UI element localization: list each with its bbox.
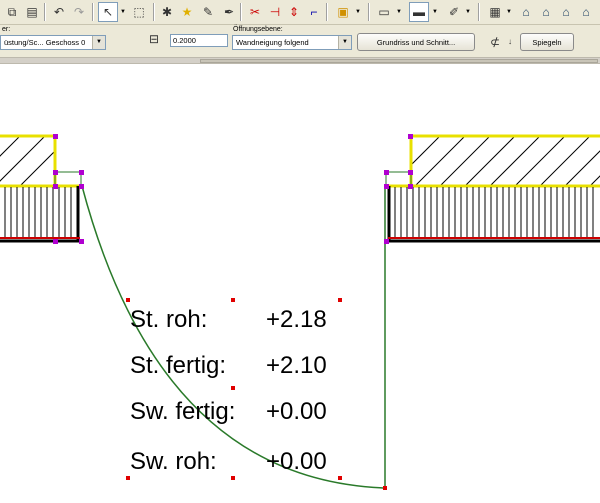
building-icon[interactable]: ⌂ [522,5,530,19]
pen-set-icon[interactable]: ▬ [409,2,429,22]
left-wall-lower[interactable] [0,186,80,243]
layer-select[interactable]: üstung/Sc... Geschoss 0 ▼ [0,35,106,50]
element-3d-icon[interactable]: ▦ [489,5,501,19]
toolbar-separator [368,3,370,21]
corner-icon[interactable]: ⌐ [310,5,318,19]
layer-select-value: üstung/Sc... Geschoss 0 [4,38,86,47]
toolbar-separator [240,3,242,21]
toolbar-separator [44,3,46,21]
level-value-raw-lintel: +2.18 [266,306,327,333]
toolbar-separator [326,3,328,21]
horizontal-scrollbar[interactable] [0,57,600,64]
trim-icon[interactable]: ⇕ [288,5,300,19]
elevation-icon[interactable]: ⌂ [562,5,570,19]
right-wall-upper[interactable] [390,134,600,188]
eyedropper-icon[interactable]: ✎ [202,5,214,19]
main-toolbar: ⧉ ▤ ↶ ↷ ↖ ▼ ⬚ ✱ ★ ✎ ✒ ✂ ⊣ ⇕ ⌐ ▣ ▼ ▭ ▼ ▬ … [0,0,600,25]
section-icon[interactable]: ⌂ [542,5,550,19]
chevron-down-icon[interactable]: ▼ [120,9,126,15]
chevron-down-icon[interactable]: ▼ [432,9,438,15]
label-hotspots[interactable] [126,298,387,490]
pointer-tool-icon[interactable]: ↖ [98,2,118,22]
toolbar-separator [478,3,480,21]
magic-wand-icon[interactable]: ✱ [161,5,173,19]
syringe-icon[interactable]: ✒ [223,5,235,19]
drawing-canvas[interactable]: St. roh: +2.18 St. fertig: +2.10 Sw. fer… [0,64,600,503]
pen-icon[interactable]: ✐ [448,5,460,19]
level-label-raw-sill: Sw. roh: [130,448,217,475]
level-value-finished-sill: +0.00 [266,398,327,425]
mirror-button[interactable]: Spiegeln [520,33,574,51]
adjust-icon[interactable]: ⊣ [269,5,281,19]
opening-plane-select[interactable]: Wandneigung folgend ▼ [232,35,352,50]
copy-icon[interactable]: ⧉ [7,4,17,19]
floorplan-section-button[interactable]: Grundriss und Schnitt... [357,33,475,51]
door-swing-arc[interactable] [81,185,386,489]
wall-thickness-icon: ⊟ [148,32,160,46]
split-icon[interactable]: ✂ [249,5,261,19]
info-box: er: üstung/Sc... Geschoss 0 ▼ ⊟ 0.2000 Ö… [0,25,600,57]
chevron-down-icon[interactable]: ▼ [506,9,512,15]
star-icon[interactable]: ★ [181,5,193,19]
scrollbar-thumb[interactable] [200,59,598,63]
level-label-finished-sill: Sw. fertig: [130,398,235,425]
interior-icon[interactable]: ⌂ [582,5,590,19]
level-markers[interactable]: St. roh: +2.18 St. fertig: +2.10 Sw. fer… [130,306,327,475]
layers-icon[interactable]: ▣ [337,5,349,19]
right-wall-lower[interactable] [387,186,600,243]
level-label-raw-lintel: St. roh: [130,306,207,333]
chevron-down-icon[interactable]: ▼ [396,9,402,15]
chevron-down-icon[interactable]: ▼ [92,36,105,49]
left-wall-upper[interactable] [0,134,70,188]
marquee-tool-icon[interactable]: ⬚ [133,5,145,19]
mirror-door-icon: ⊄ [489,35,501,49]
thickness-input[interactable]: 0.2000 [170,34,228,47]
opening-plane-value: Wandneigung folgend [236,38,309,47]
layer-label: er: [2,26,11,33]
undo-icon[interactable]: ↶ [53,5,65,19]
level-value-raw-sill: +0.00 [266,448,327,475]
chevron-down-icon[interactable]: ▼ [465,9,471,15]
level-label-finished-lintel: St. fertig: [130,352,226,379]
toolbar-separator [92,3,94,21]
opening-plane-label: Öffnungsebene: [233,26,283,33]
toolbar-separator [153,3,155,21]
arrow-down-icon: ↓ [508,36,512,46]
level-value-finished-lintel: +2.10 [266,352,327,379]
display-icon[interactable]: ▭ [378,5,390,19]
chevron-down-icon[interactable]: ▼ [355,9,361,15]
redo-icon[interactable]: ↷ [73,5,85,19]
left-reveal[interactable] [54,171,82,188]
vertex-handles[interactable] [53,134,413,244]
chevron-down-icon[interactable]: ▼ [338,36,351,49]
right-reveal[interactable] [385,171,412,188]
paste-icon[interactable]: ▤ [26,5,38,19]
